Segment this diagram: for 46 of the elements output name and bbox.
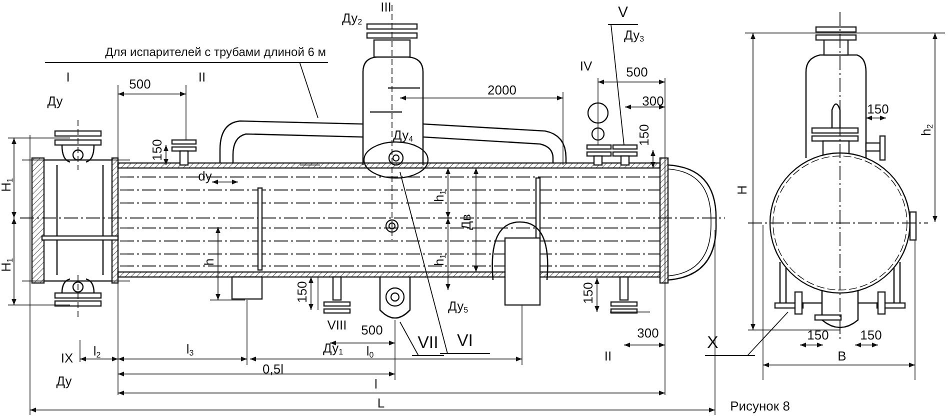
dimension-label: Ду [56, 374, 72, 388]
dimension-label: L [377, 396, 385, 410]
dimension-label: IX [60, 352, 74, 364]
dimension-label: l$_{2}$ [93, 344, 101, 360]
dimension-label: II [604, 350, 612, 362]
dimension-label: 2000 [488, 84, 516, 96]
dimension-label: 150 [807, 328, 829, 342]
dimension-label: 0,5l [262, 362, 284, 376]
dimension-label: H [736, 185, 748, 195]
figure-caption: Рисунок 8 [730, 400, 790, 412]
dimension-label: l [374, 378, 378, 390]
dimension-label: B [838, 350, 846, 362]
dimension-label: 150 [860, 328, 882, 342]
dimension-label: 300 [642, 94, 664, 108]
dimension-label: I [66, 70, 70, 84]
dimension-label: 150 [296, 281, 308, 303]
leader-line [610, 24, 624, 146]
callout-number: V [608, 5, 638, 25]
dimension-label: h [202, 258, 216, 266]
dimension-label: l$_{0}$ [366, 344, 374, 360]
dimension-label: 150 [638, 124, 650, 146]
dimension-label: l$_{3}$ [186, 342, 194, 358]
dimension-label: Ду$_{1}$ [322, 342, 344, 356]
note-text: Для испарителей с трубами длиной 6 м [45, 46, 328, 63]
dimension-label: 500 [361, 324, 383, 336]
leader-line [400, 172, 448, 354]
dimension-label: 150 [867, 102, 889, 116]
dimension-label: Ду$_{2}$ [342, 12, 362, 26]
dimension-label: 150 [582, 282, 594, 304]
dimension-label: VIII [327, 318, 347, 332]
dimension-label: 300 [637, 326, 659, 340]
dimension-label: Ду$_{5}$ [448, 300, 468, 314]
callout-number: VI [440, 332, 490, 354]
dimension-label: II [198, 70, 206, 84]
dimension-label: III [380, 0, 392, 14]
callout-number: VII [412, 334, 444, 356]
dimension-label: 500 [626, 66, 648, 78]
leader-line [747, 312, 788, 356]
leader-line [400, 322, 419, 356]
dimension-label: Ду [47, 94, 63, 108]
dimension-label: Ду$_{3}$ [624, 28, 644, 44]
dimension-label: IV [580, 60, 592, 72]
dimension-label: 500 [129, 78, 151, 90]
leader-line [299, 62, 318, 118]
dimension-label: Ду$_{4}$ [392, 128, 414, 144]
dimension-label: 150 [150, 139, 164, 161]
